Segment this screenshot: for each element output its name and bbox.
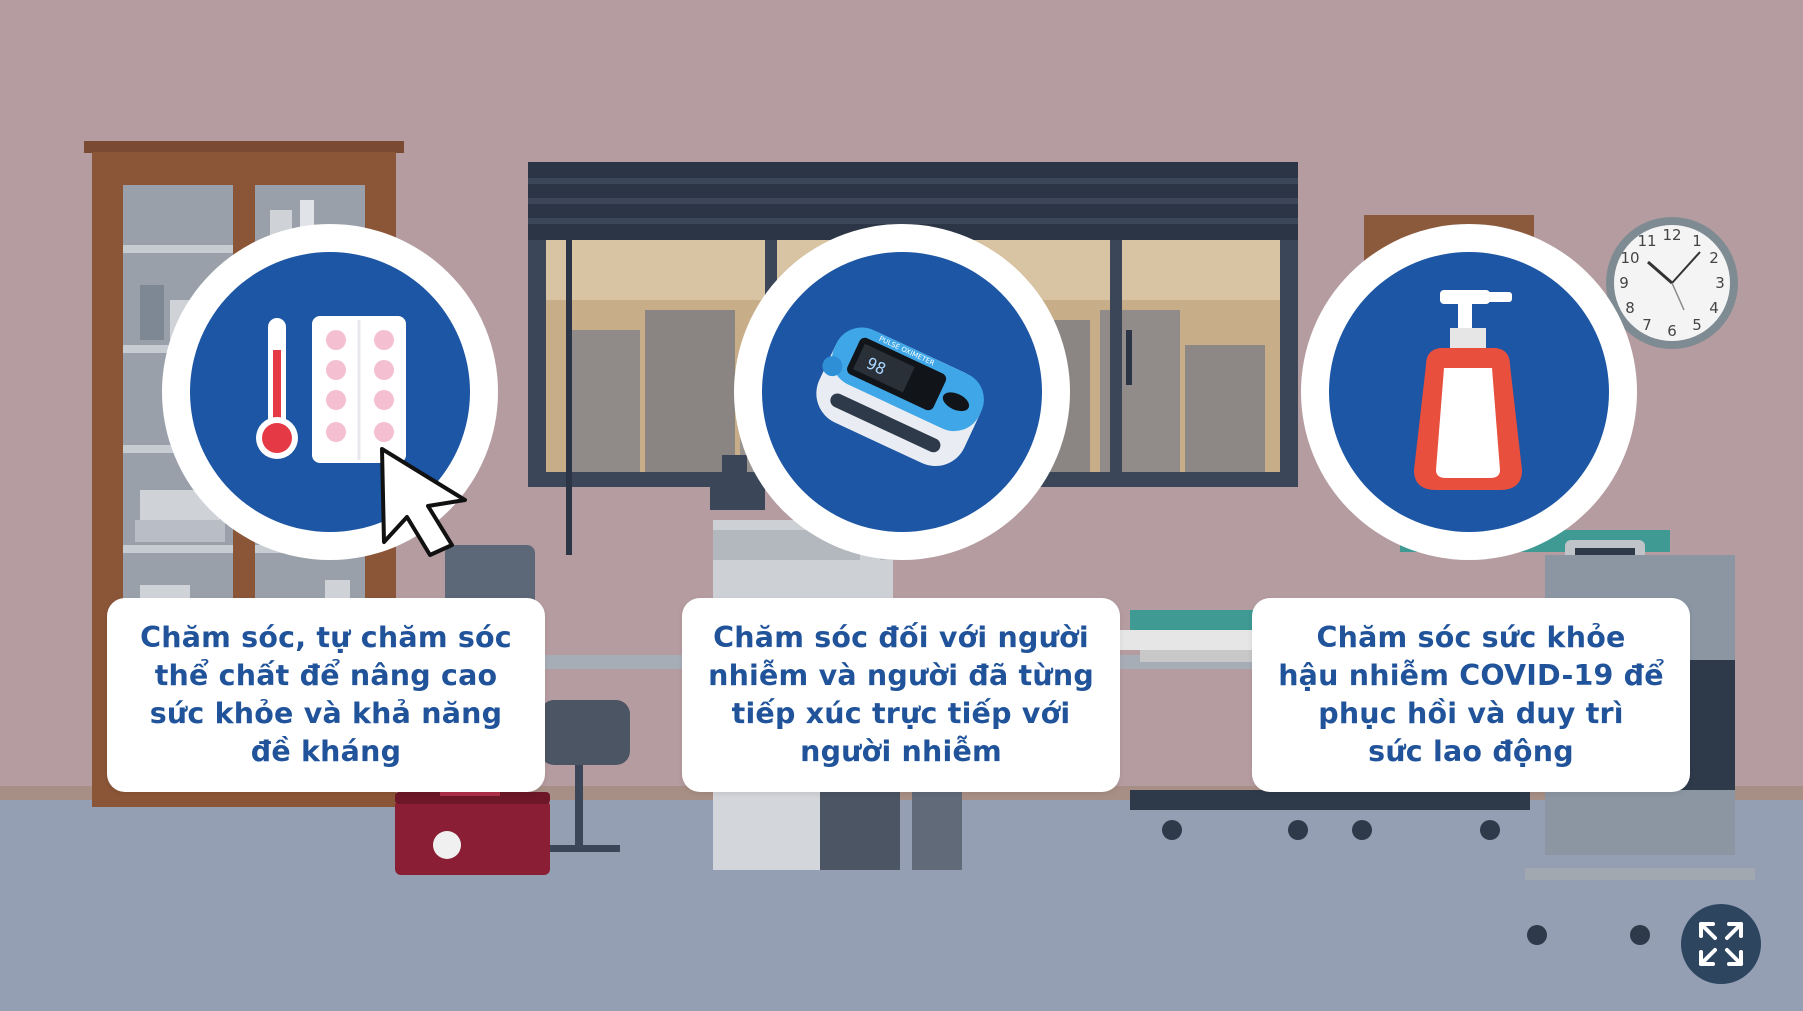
fullscreen-button[interactable] [1681,904,1761,984]
hand-sanitizer-icon[interactable] [1301,224,1637,560]
clock-numeral: 9 [1619,274,1629,292]
clock-numeral: 8 [1625,299,1635,317]
cursor-arrow-icon [380,447,467,557]
thermometer-and-pills-icon[interactable] [162,224,498,560]
info-card-physical-care[interactable]: Chăm sóc, tự chăm sóc thể chất để nâng c… [107,598,545,792]
clock-numeral: 1 [1692,232,1702,250]
clock-numeral: 10 [1620,249,1639,267]
card-text: Chăm sóc sức khỏe hậu nhiễm COVID-19 để … [1278,621,1664,768]
clock-numeral: 12 [1662,226,1681,244]
card-text: Chăm sóc, tự chăm sóc thể chất để nâng c… [140,621,512,768]
wall-clock: 12 1 2 3 4 5 6 7 8 9 10 11 [1606,217,1738,349]
info-card-infected-care[interactable]: Chăm sóc đối với người nhiễm và người đã… [682,598,1120,792]
card-text: Chăm sóc đối với người nhiễm và người đã… [708,621,1094,768]
clock-numeral: 6 [1667,322,1677,340]
floor [0,800,1803,1011]
expand-icon [1699,922,1743,966]
first-aid-kit [395,786,550,875]
clock-numeral: 2 [1709,249,1719,267]
clock-numeral: 4 [1709,299,1719,317]
clock-numeral: 5 [1692,316,1702,334]
clock-numeral: 11 [1637,232,1656,250]
pulse-oximeter-icon[interactable]: 98 PULSE OXIMETER [734,224,1070,560]
clock-numeral: 3 [1715,274,1725,292]
info-card-post-covid-care[interactable]: Chăm sóc sức khỏe hậu nhiễm COVID-19 để … [1252,598,1690,792]
clock-numeral: 7 [1642,316,1652,334]
